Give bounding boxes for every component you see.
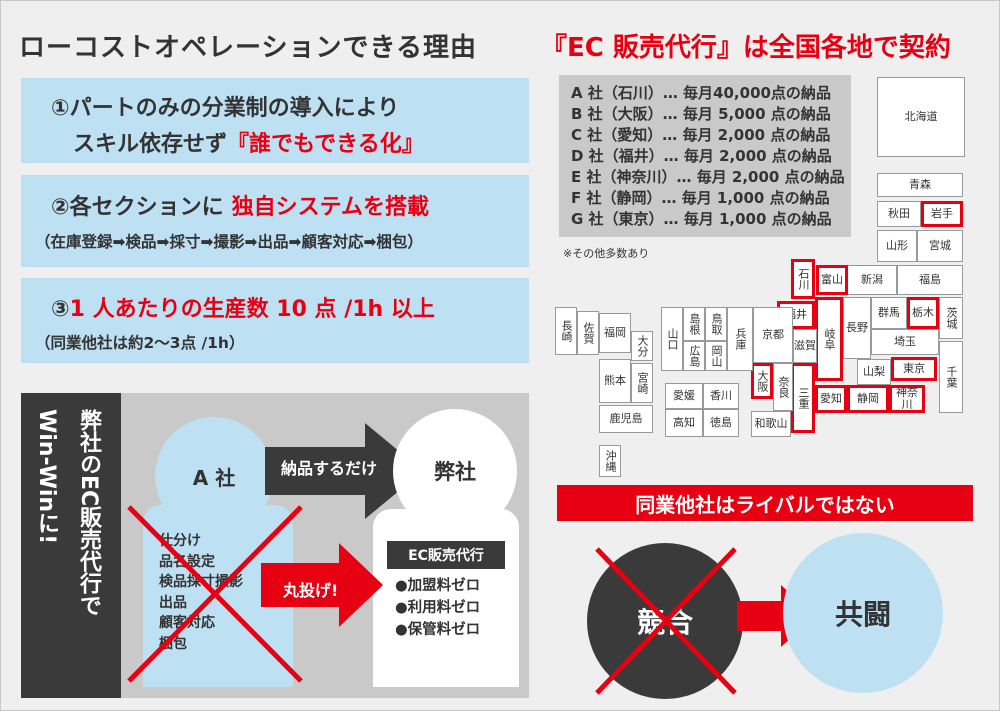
point-2-line1: ②各セクションに独自システムを搭載	[51, 189, 429, 221]
map-fukuoka: 福岡	[599, 313, 631, 353]
task-item: 出品	[159, 594, 187, 611]
marunage-arrow-icon	[261, 543, 383, 627]
winwin-diagram: 弊社のEC販売代行で Win-Winに! A 社 仕分け 品名設定 検品採寸撮影…	[21, 393, 529, 698]
map-kumamoto: 熊本	[599, 359, 631, 403]
service-item: ●保管料ゼロ	[395, 622, 481, 638]
point-2-line1-prefix: ②各セクションに	[51, 195, 224, 220]
map-yamaguchi: 山口	[661, 307, 683, 371]
map-yamanashi: 山梨	[857, 359, 891, 385]
map-shimane: 島根	[683, 307, 705, 341]
map-nara: 奈良	[773, 363, 793, 411]
map-miyazaki: 宮崎	[631, 363, 653, 403]
delivery-arrow-icon	[265, 423, 423, 519]
service-item: ●加盟料ゼロ	[395, 578, 481, 594]
map-aichi: 愛知	[815, 385, 847, 413]
contract-item: A 社（石川）… 毎月40,000点の納品	[571, 84, 831, 102]
map-toyama: 富山	[816, 265, 848, 295]
point-1-box: ①パートのみの分業制の導入により スキル依存せず『誰でもできる化』	[21, 78, 529, 163]
map-shizuoka: 静岡	[847, 385, 889, 413]
map-oita: 大分	[631, 331, 653, 361]
map-tokushima: 徳島	[703, 409, 739, 437]
map-gunma: 群馬	[871, 297, 907, 329]
map-okayama: 岡山	[705, 341, 727, 371]
point-1-line2: スキル依存せず『誰でもできる化』	[73, 126, 424, 158]
map-hiroshima: 広島	[683, 341, 705, 371]
map-kanagawa: 神奈川	[889, 385, 925, 413]
map-gifu: 岐阜	[815, 297, 843, 381]
note-text: ※その他多数あり	[563, 247, 650, 260]
delivery-label: 納品するだけ	[281, 459, 378, 478]
point-2-line1-red: 独自システムを搭載	[231, 195, 429, 220]
point-3-line2: （同業他社は約2〜3点 /1h）	[35, 334, 245, 352]
our-company-body	[373, 509, 519, 687]
vertical-text-winwin: Win-Winに!	[34, 409, 59, 545]
contract-item: F 社（静岡）… 毎月 1,000 点の納品	[571, 189, 830, 207]
map-saitama: 埼玉	[871, 329, 939, 355]
map-yamagata: 山形	[877, 230, 917, 262]
point-3-box: ③1 人あたりの生産数 10 点 /1h 以上 （同業他社は約2〜3点 /1h）	[21, 278, 529, 363]
contract-item: E 社（神奈川）… 毎月 2,000 点の納品	[571, 168, 845, 186]
map-aomori: 青森	[877, 173, 963, 197]
map-chiba: 千葉	[939, 341, 963, 413]
map-okinawa: 沖縄	[599, 445, 621, 477]
map-nagasaki: 長崎	[555, 307, 577, 355]
map-miyagi: 宮城	[917, 230, 963, 262]
map-mie: 三重	[791, 363, 815, 433]
contract-item: G 社（東京）… 毎月 1,000 点の納品	[571, 210, 832, 228]
co-struggle-label: 共闘	[834, 598, 891, 631]
left-title: ローコストオペレーションできる理由	[19, 33, 477, 63]
company-a-label: A 社	[192, 465, 236, 490]
contract-item: B 社（大阪）… 毎月 5,000 点の納品	[571, 105, 831, 123]
service-title: EC販売代行	[387, 541, 505, 569]
service-list: ●加盟料ゼロ ●利用料ゼロ ●保管料ゼロ	[395, 575, 480, 641]
map-akita: 秋田	[877, 201, 921, 227]
rival-banner: 同業他社はライバルではない	[557, 485, 973, 521]
point-2-line2: （在庫登録➡検品➡採寸➡撮影➡出品➡顧客対応➡梱包）	[35, 233, 423, 251]
map-osaka: 大阪	[751, 363, 773, 399]
contract-item: D 社（福井）… 毎月 2,000 点の納品	[571, 147, 832, 165]
map-shiga: 滋賀	[793, 329, 817, 363]
vertical-text-ec: 弊社のEC販売代行で	[76, 409, 101, 617]
contract-list: A 社（石川）… 毎月40,000点の納品 B 社（大阪）… 毎月 5,000 …	[559, 75, 851, 237]
map-ishikawa: 石川	[791, 259, 815, 299]
winwin-strip: 弊社のEC販売代行で Win-Winに!	[21, 393, 121, 698]
map-ehime: 愛媛	[665, 383, 703, 409]
map-kyoto: 京都	[753, 307, 793, 363]
our-company-label: 弊社	[434, 460, 476, 484]
marunage-label: 丸投げ!	[283, 581, 339, 600]
map-hyogo: 兵庫	[727, 307, 753, 371]
map-tochigi: 栃木	[907, 297, 939, 329]
map-iwate: 岩手	[921, 201, 963, 227]
point-3-num: ③	[51, 297, 70, 322]
map-wakayama: 和歌山	[751, 411, 791, 437]
right-title: 『EC 販売代行』は全国各地で契約	[541, 33, 951, 63]
task-item: 品名設定	[159, 553, 215, 570]
point-3-line1-red: 1 人あたりの生産数 10 点 /1h 以上	[69, 297, 435, 322]
point-1-line1: ①パートのみの分業制の導入により	[51, 96, 400, 121]
contract-item: C 社（愛知）… 毎月 2,000 点の納品	[571, 126, 831, 144]
competition-cross-icon	[595, 547, 737, 695]
map-niigata: 新潟	[847, 265, 897, 295]
map-hokkaido: 北海道	[877, 77, 965, 157]
map-tokyo: 東京	[891, 357, 937, 381]
point-1-line2-prefix: スキル依存せず	[73, 132, 228, 157]
map-saga: 佐賀	[577, 311, 599, 355]
cross-mark-icon	[127, 505, 303, 683]
map-fukushima: 福島	[897, 265, 963, 295]
map-kagawa: 香川	[703, 383, 739, 409]
service-item: ●利用料ゼロ	[395, 600, 481, 616]
co-struggle-circle: 共闘	[783, 533, 943, 693]
map-tottori: 鳥取	[705, 307, 727, 341]
map-kagoshima: 鹿児島	[599, 405, 653, 433]
map-nagano: 長野	[843, 297, 871, 359]
point-2-box: ②各セクションに独自システムを搭載 （在庫登録➡検品➡採寸➡撮影➡出品➡顧客対応…	[21, 175, 529, 267]
point-3-line1: ③1 人あたりの生産数 10 点 /1h 以上	[51, 291, 435, 323]
point-1-line2-red: 『誰でもできる化』	[227, 132, 424, 157]
task-item: 梱包	[159, 635, 187, 652]
map-kochi: 高知	[665, 409, 703, 437]
map-ibaraki: 茨城	[939, 297, 963, 339]
